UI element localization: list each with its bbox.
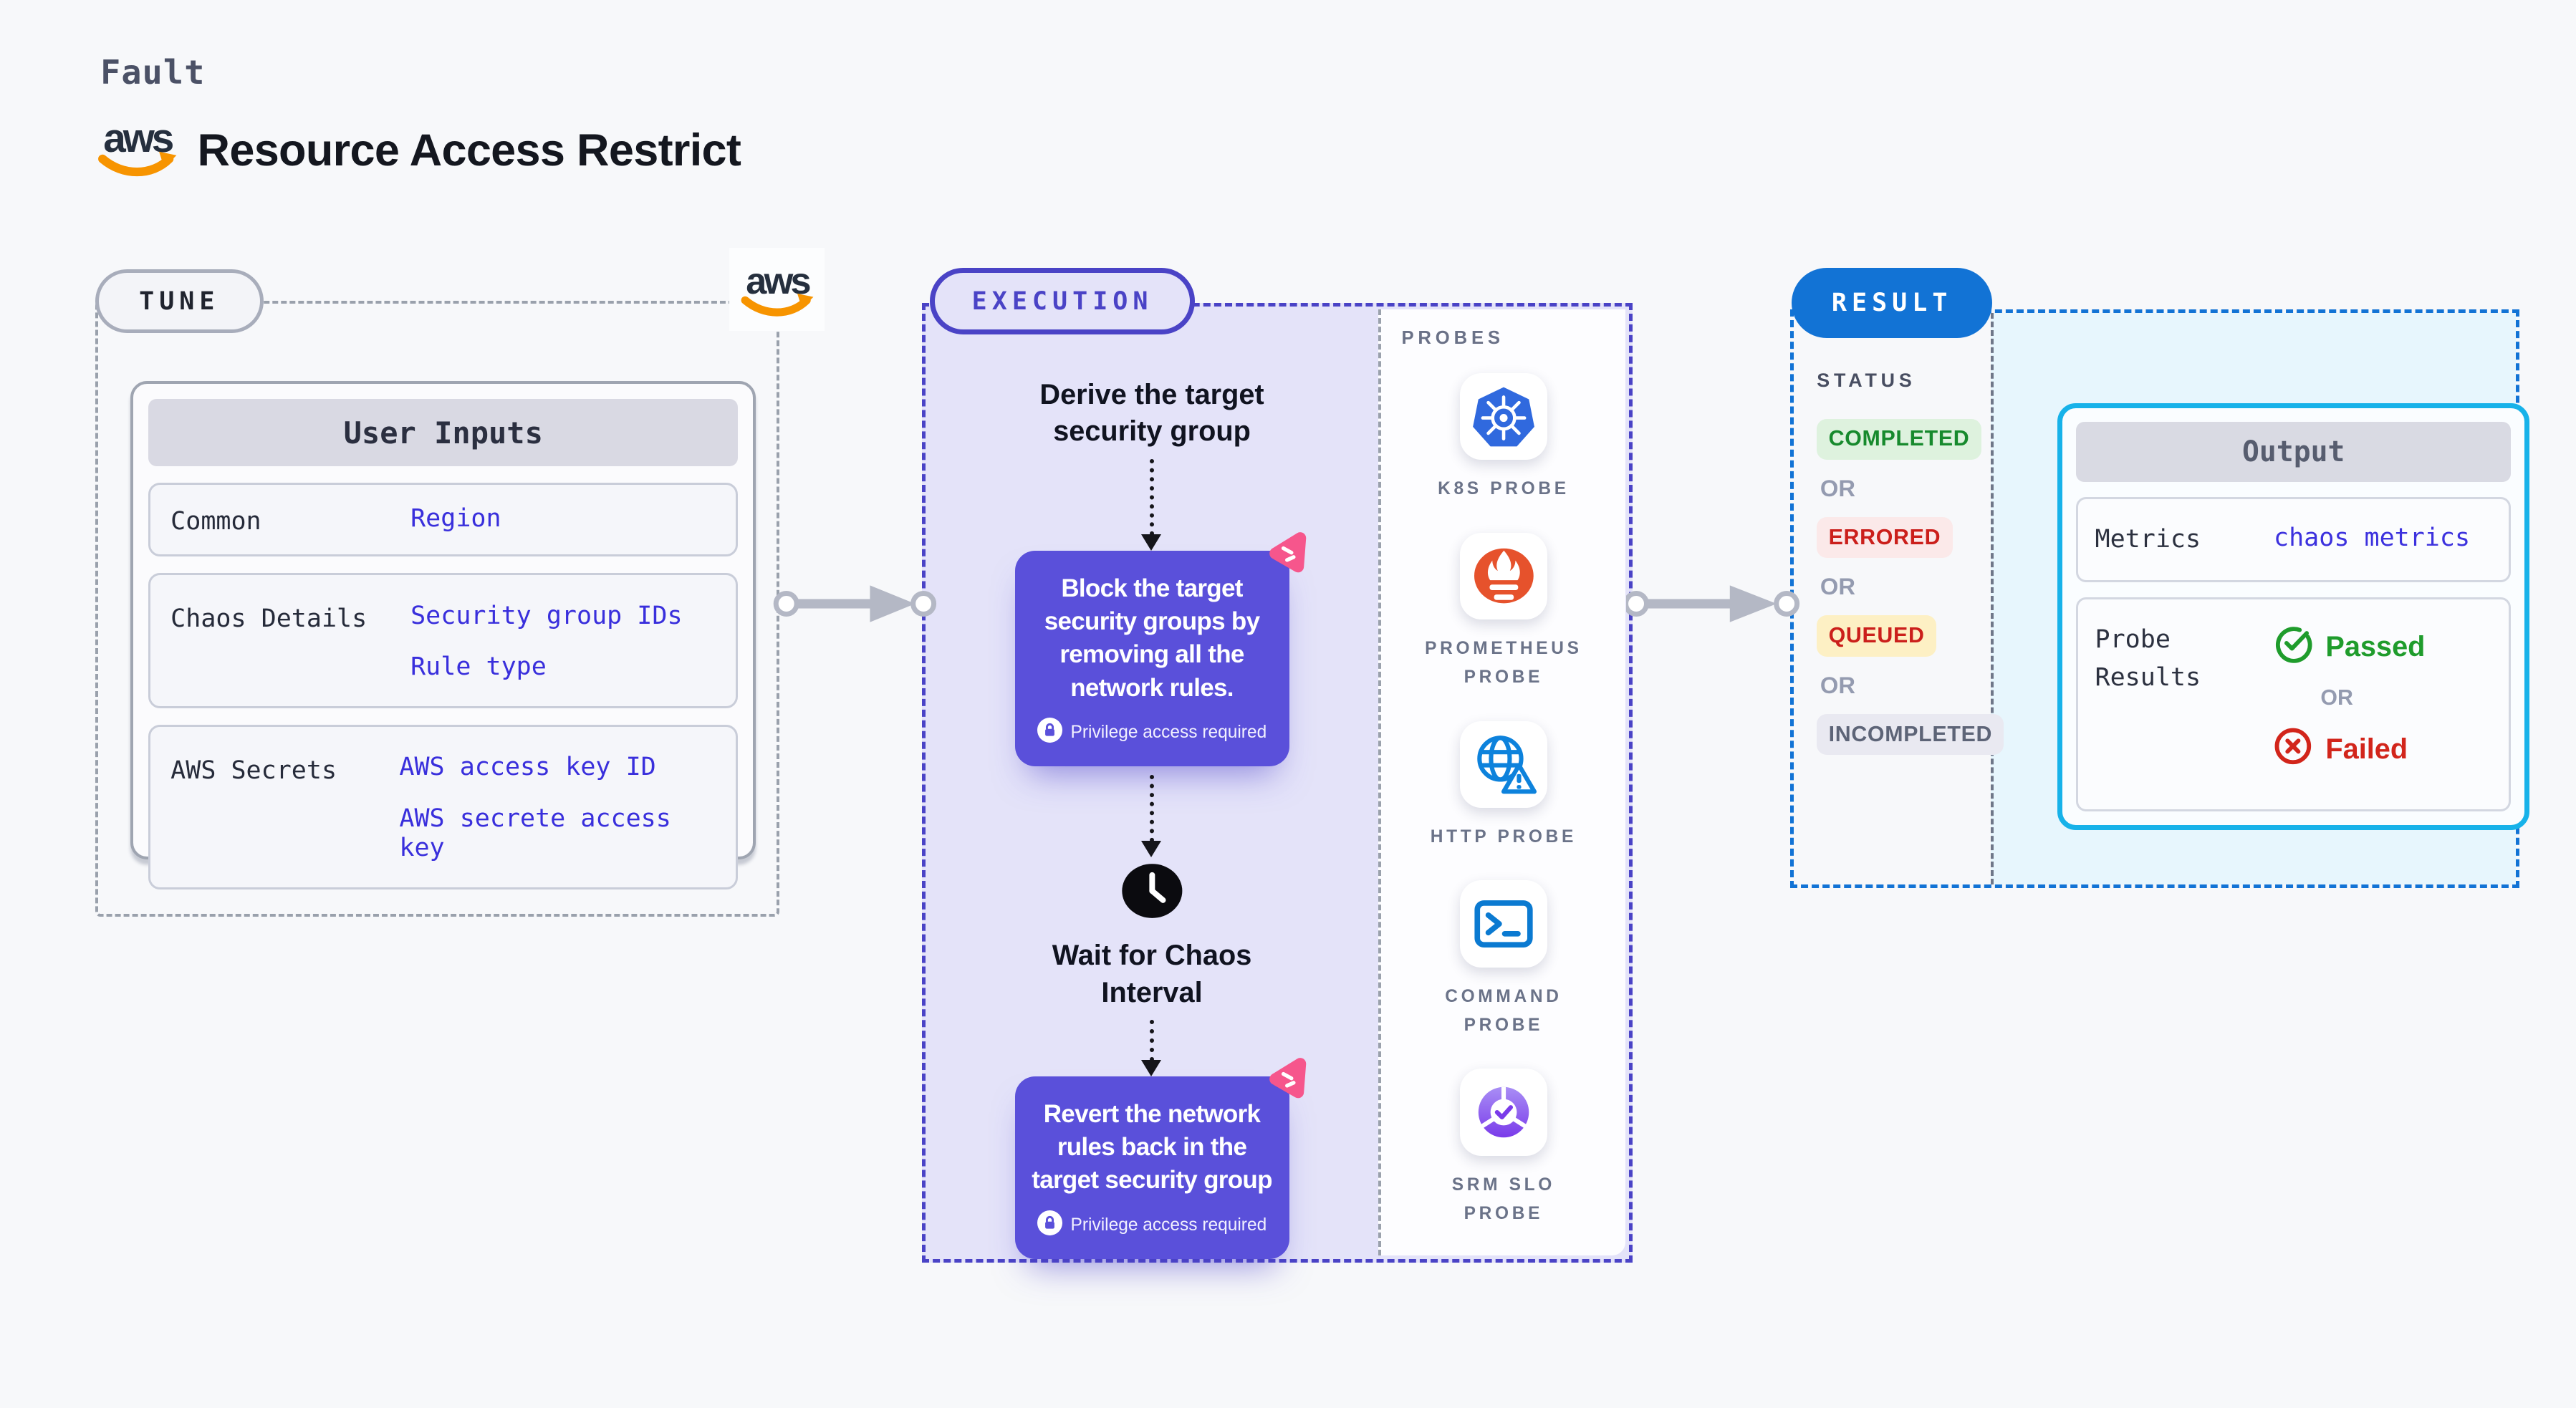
chaos-experiment-icon (1264, 529, 1310, 582)
probe-label: PROMETHEUS PROBE (1425, 639, 1582, 688)
probe-item-srm-slo: SRM SLO PROBE (1420, 1069, 1587, 1228)
privilege-note: Privilege access required (1028, 1210, 1276, 1240)
execution-flow: Derive the target security group Block t… (926, 307, 1379, 1259)
down-arrow-icon (1142, 1020, 1160, 1076)
user-inputs-card: User Inputs Common Region Chaos Details … (130, 381, 756, 889)
or-separator: OR (1820, 671, 1855, 698)
probe-item-http: HTTP PROBE (1420, 720, 1587, 852)
probes-panel: PROBES (1378, 309, 1626, 1256)
status-badge-incompleted: INCOMPLETED (1817, 713, 2004, 756)
output-title: Output (2076, 421, 2512, 482)
srm-slo-icon (1460, 1069, 1547, 1156)
status-badge-queued: QUEUED (1817, 615, 1936, 657)
title-row: aws Resource Access Restrict (94, 114, 741, 187)
probe-label: COMMAND PROBE (1445, 986, 1562, 1036)
row-value: AWS access key ID (399, 752, 656, 782)
or-separator: OR (1820, 573, 1855, 600)
probes-title: PROBES (1401, 327, 1504, 348)
probe-results-label: Probe Results (2095, 625, 2201, 692)
execution-badge: EXECUTION (930, 267, 1195, 334)
user-input-row-chaos-details: Chaos Details Security group IDs Rule ty… (148, 573, 739, 708)
metrics-value: chaos metrics (2274, 522, 2471, 552)
tune-to-execution-arrow (773, 584, 937, 630)
tune-badge: TUNE (95, 269, 264, 333)
row-value: Rule type (410, 651, 547, 681)
status-badge-completed: COMPLETED (1817, 418, 1981, 461)
failed-label: Failed (2325, 733, 2408, 766)
x-circle-icon (2274, 727, 2312, 772)
http-globe-icon (1460, 720, 1547, 808)
chaos-experiment-icon (1264, 1054, 1310, 1107)
aws-logo-icon: aws (94, 114, 181, 187)
row-value: Region (410, 503, 501, 533)
probe-item-prometheus: PROMETHEUS PROBE (1420, 532, 1587, 693)
metrics-label: Metrics (2095, 524, 2201, 554)
wait-step-title: Wait for Chaos Interval (1052, 940, 1252, 1008)
output-card: Output Metrics chaos metrics Probe Resul… (2057, 403, 2529, 830)
result-badge: RESULT (1791, 267, 1993, 338)
passed-row: Passed (2274, 625, 2425, 670)
status-title: STATUS (1817, 370, 1916, 392)
prometheus-icon (1460, 532, 1547, 619)
execution-section-box: Derive the target security group Block t… (921, 302, 1633, 1263)
output-row-metrics: Metrics chaos metrics (2076, 496, 2512, 583)
probe-item-k8s: K8S PROBE (1420, 373, 1587, 504)
result-section-box: STATUS COMPLETED OR ERRORED OR QUEUED OR… (1789, 309, 2529, 888)
row-label: AWS Secrets (170, 755, 337, 785)
user-input-row-common: Common Region (148, 483, 739, 557)
passed-label: Passed (2325, 630, 2426, 662)
status-badge-errored: ERRORED (1817, 517, 1953, 559)
privilege-note: Privilege access required (1028, 718, 1276, 748)
row-label: Chaos Details (170, 604, 367, 634)
failed-row: Failed (2274, 727, 2425, 772)
or-separator: OR (1820, 475, 1855, 502)
user-inputs-title: User Inputs (148, 399, 739, 466)
derive-step-title: Derive the target security group (1039, 378, 1264, 448)
revert-step-text: Revert the network rules back in the tar… (1032, 1099, 1272, 1195)
probe-label: K8S PROBE (1438, 479, 1570, 499)
clock-icon (1120, 861, 1184, 927)
down-arrow-icon (1142, 774, 1160, 859)
down-arrow-icon (1142, 458, 1160, 550)
output-row-probe-results: Probe Results Passed OR (2076, 597, 2512, 811)
privilege-text: Privilege access required (1070, 1215, 1267, 1235)
kubernetes-icon (1460, 373, 1547, 461)
fault-eyebrow: Fault (100, 53, 206, 92)
page-title: Resource Access Restrict (197, 125, 741, 175)
or-separator: OR (2320, 686, 2353, 710)
user-input-row-aws-secrets: AWS Secrets AWS access key ID AWS secret… (148, 725, 739, 889)
execution-to-result-arrow (1623, 584, 1800, 630)
row-label: Common (170, 506, 261, 536)
probe-item-command: COMMAND PROBE (1420, 880, 1587, 1040)
privilege-text: Privilege access required (1070, 723, 1267, 743)
probe-label: HTTP PROBE (1430, 827, 1577, 847)
row-value: AWS secrete access key (399, 803, 671, 862)
lock-icon (1037, 718, 1062, 748)
block-step-text: Block the target security groups by remo… (1044, 574, 1260, 702)
probe-label: SRM SLO PROBE (1451, 1175, 1556, 1224)
terminal-icon (1460, 880, 1547, 968)
status-column: STATUS COMPLETED OR ERRORED OR QUEUED OR… (1817, 370, 2004, 756)
block-step-box: Block the target security groups by remo… (1014, 532, 1307, 767)
revert-step-box: Revert the network rules back in the tar… (1014, 1058, 1307, 1259)
row-value: Security group IDs (410, 600, 683, 630)
check-circle-icon (2274, 625, 2312, 670)
aws-corner-logo-icon: aws (729, 247, 825, 332)
lock-icon (1037, 1210, 1062, 1240)
